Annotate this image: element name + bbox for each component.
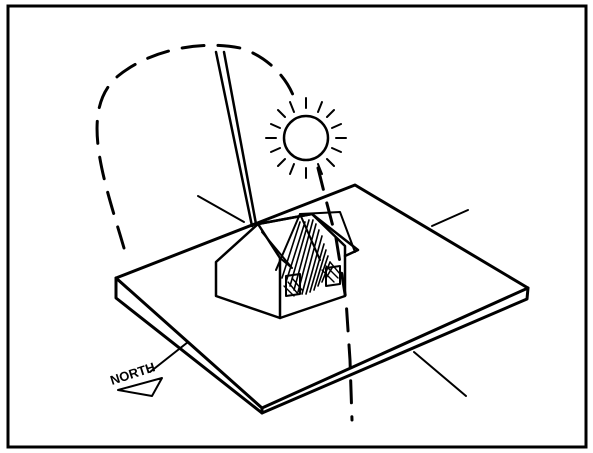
north-arrow: NORTH (108, 342, 188, 396)
shadow-line (198, 196, 244, 222)
house (216, 212, 358, 318)
axis-line-south (414, 352, 466, 396)
axis-line-east (432, 210, 468, 226)
meridian-line (216, 52, 252, 226)
outer-border (8, 6, 586, 447)
north-label: NORTH (108, 359, 157, 388)
ground-slab (116, 185, 528, 413)
sun-icon (266, 98, 346, 178)
meridian-line-edge (224, 52, 256, 224)
